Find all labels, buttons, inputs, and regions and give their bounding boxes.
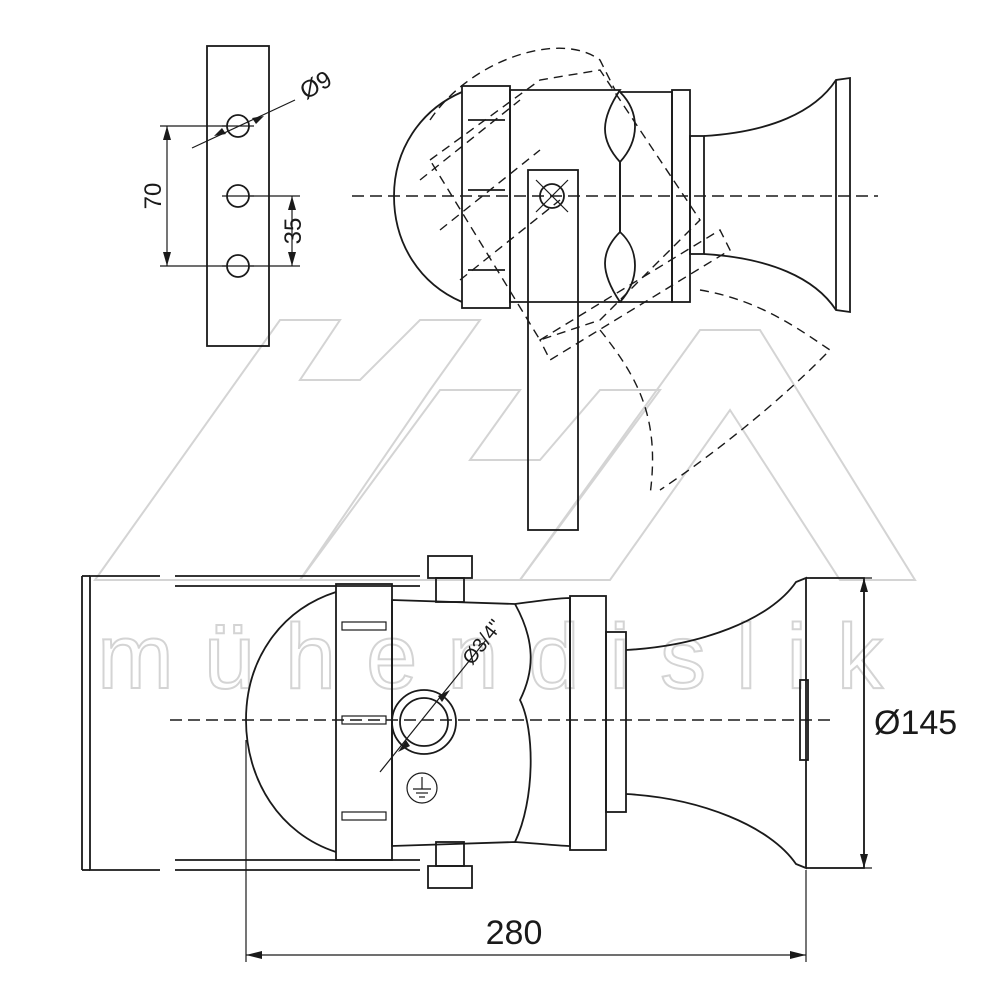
horn-lip	[799, 679, 809, 761]
siren-side-view	[352, 47, 878, 531]
hole-pitch-label: 35	[280, 218, 307, 245]
watermark-shape-2	[298, 389, 662, 581]
side-flange-step	[689, 135, 705, 255]
cable-entry-inner	[399, 697, 449, 747]
side-body-bulge	[617, 91, 673, 303]
swivel-outline-ring	[419, 99, 561, 281]
front-flange-step	[605, 631, 627, 813]
ring-slot	[341, 715, 387, 725]
dimension-arrowhead	[790, 951, 806, 959]
bottom-bolt-shank	[435, 841, 465, 867]
leader-arrowhead	[252, 116, 264, 124]
watermark-shape-1	[93, 319, 482, 581]
pivot-bolt	[539, 183, 565, 209]
side-bracket-arm	[527, 169, 579, 531]
dimension-arrowhead	[163, 126, 171, 140]
watermark-logo: mühendislik	[93, 319, 917, 709]
ground-symbol-icon	[406, 772, 438, 804]
front-horn	[625, 576, 807, 870]
side-horn	[703, 76, 851, 314]
bottom-nut	[427, 865, 473, 889]
hole-diameter-label: Ø9	[296, 66, 337, 105]
front-dome	[245, 591, 337, 853]
dimension-arrowhead	[246, 951, 262, 959]
watermark-shape-3	[518, 329, 917, 581]
hole-diameter-leader	[191, 99, 296, 149]
swivel-outline-bracket	[539, 229, 731, 361]
front-body-waist	[514, 603, 532, 843]
dimension-arrowhead	[288, 252, 296, 266]
mounting-bracket-view: Ø9 70 35	[140, 45, 337, 347]
overall-length-label: 280	[486, 914, 543, 952]
leader-arrowhead	[398, 740, 410, 752]
ring-slot	[341, 621, 387, 631]
horn-diameter-label: Ø145	[874, 704, 957, 742]
dimension-arrowhead	[860, 854, 868, 868]
dimension-arrowhead	[288, 196, 296, 210]
side-dome	[393, 91, 463, 303]
top-bolt-shank	[435, 577, 465, 603]
side-body	[509, 89, 622, 303]
cable-entry-outer	[391, 689, 457, 755]
leader-arrowhead	[214, 128, 226, 136]
hole-span-label: 70	[140, 183, 167, 210]
front-u-bracket	[81, 575, 420, 871]
ring-slot	[341, 811, 387, 821]
watermark-text: mühendislik	[97, 606, 913, 708]
pivot-mark	[535, 179, 569, 213]
dimension-arrowhead	[860, 578, 868, 592]
top-nut	[427, 555, 473, 579]
leader-arrowhead	[438, 690, 450, 702]
dimension-arrowhead	[163, 252, 171, 266]
swivel-outline-dome	[429, 47, 616, 121]
swivel-outline-horn	[599, 289, 832, 496]
siren-front-view: Ø3/4" Ø145 280	[81, 555, 957, 962]
swivel-outline-body	[429, 69, 701, 341]
thread-leader	[379, 639, 487, 773]
